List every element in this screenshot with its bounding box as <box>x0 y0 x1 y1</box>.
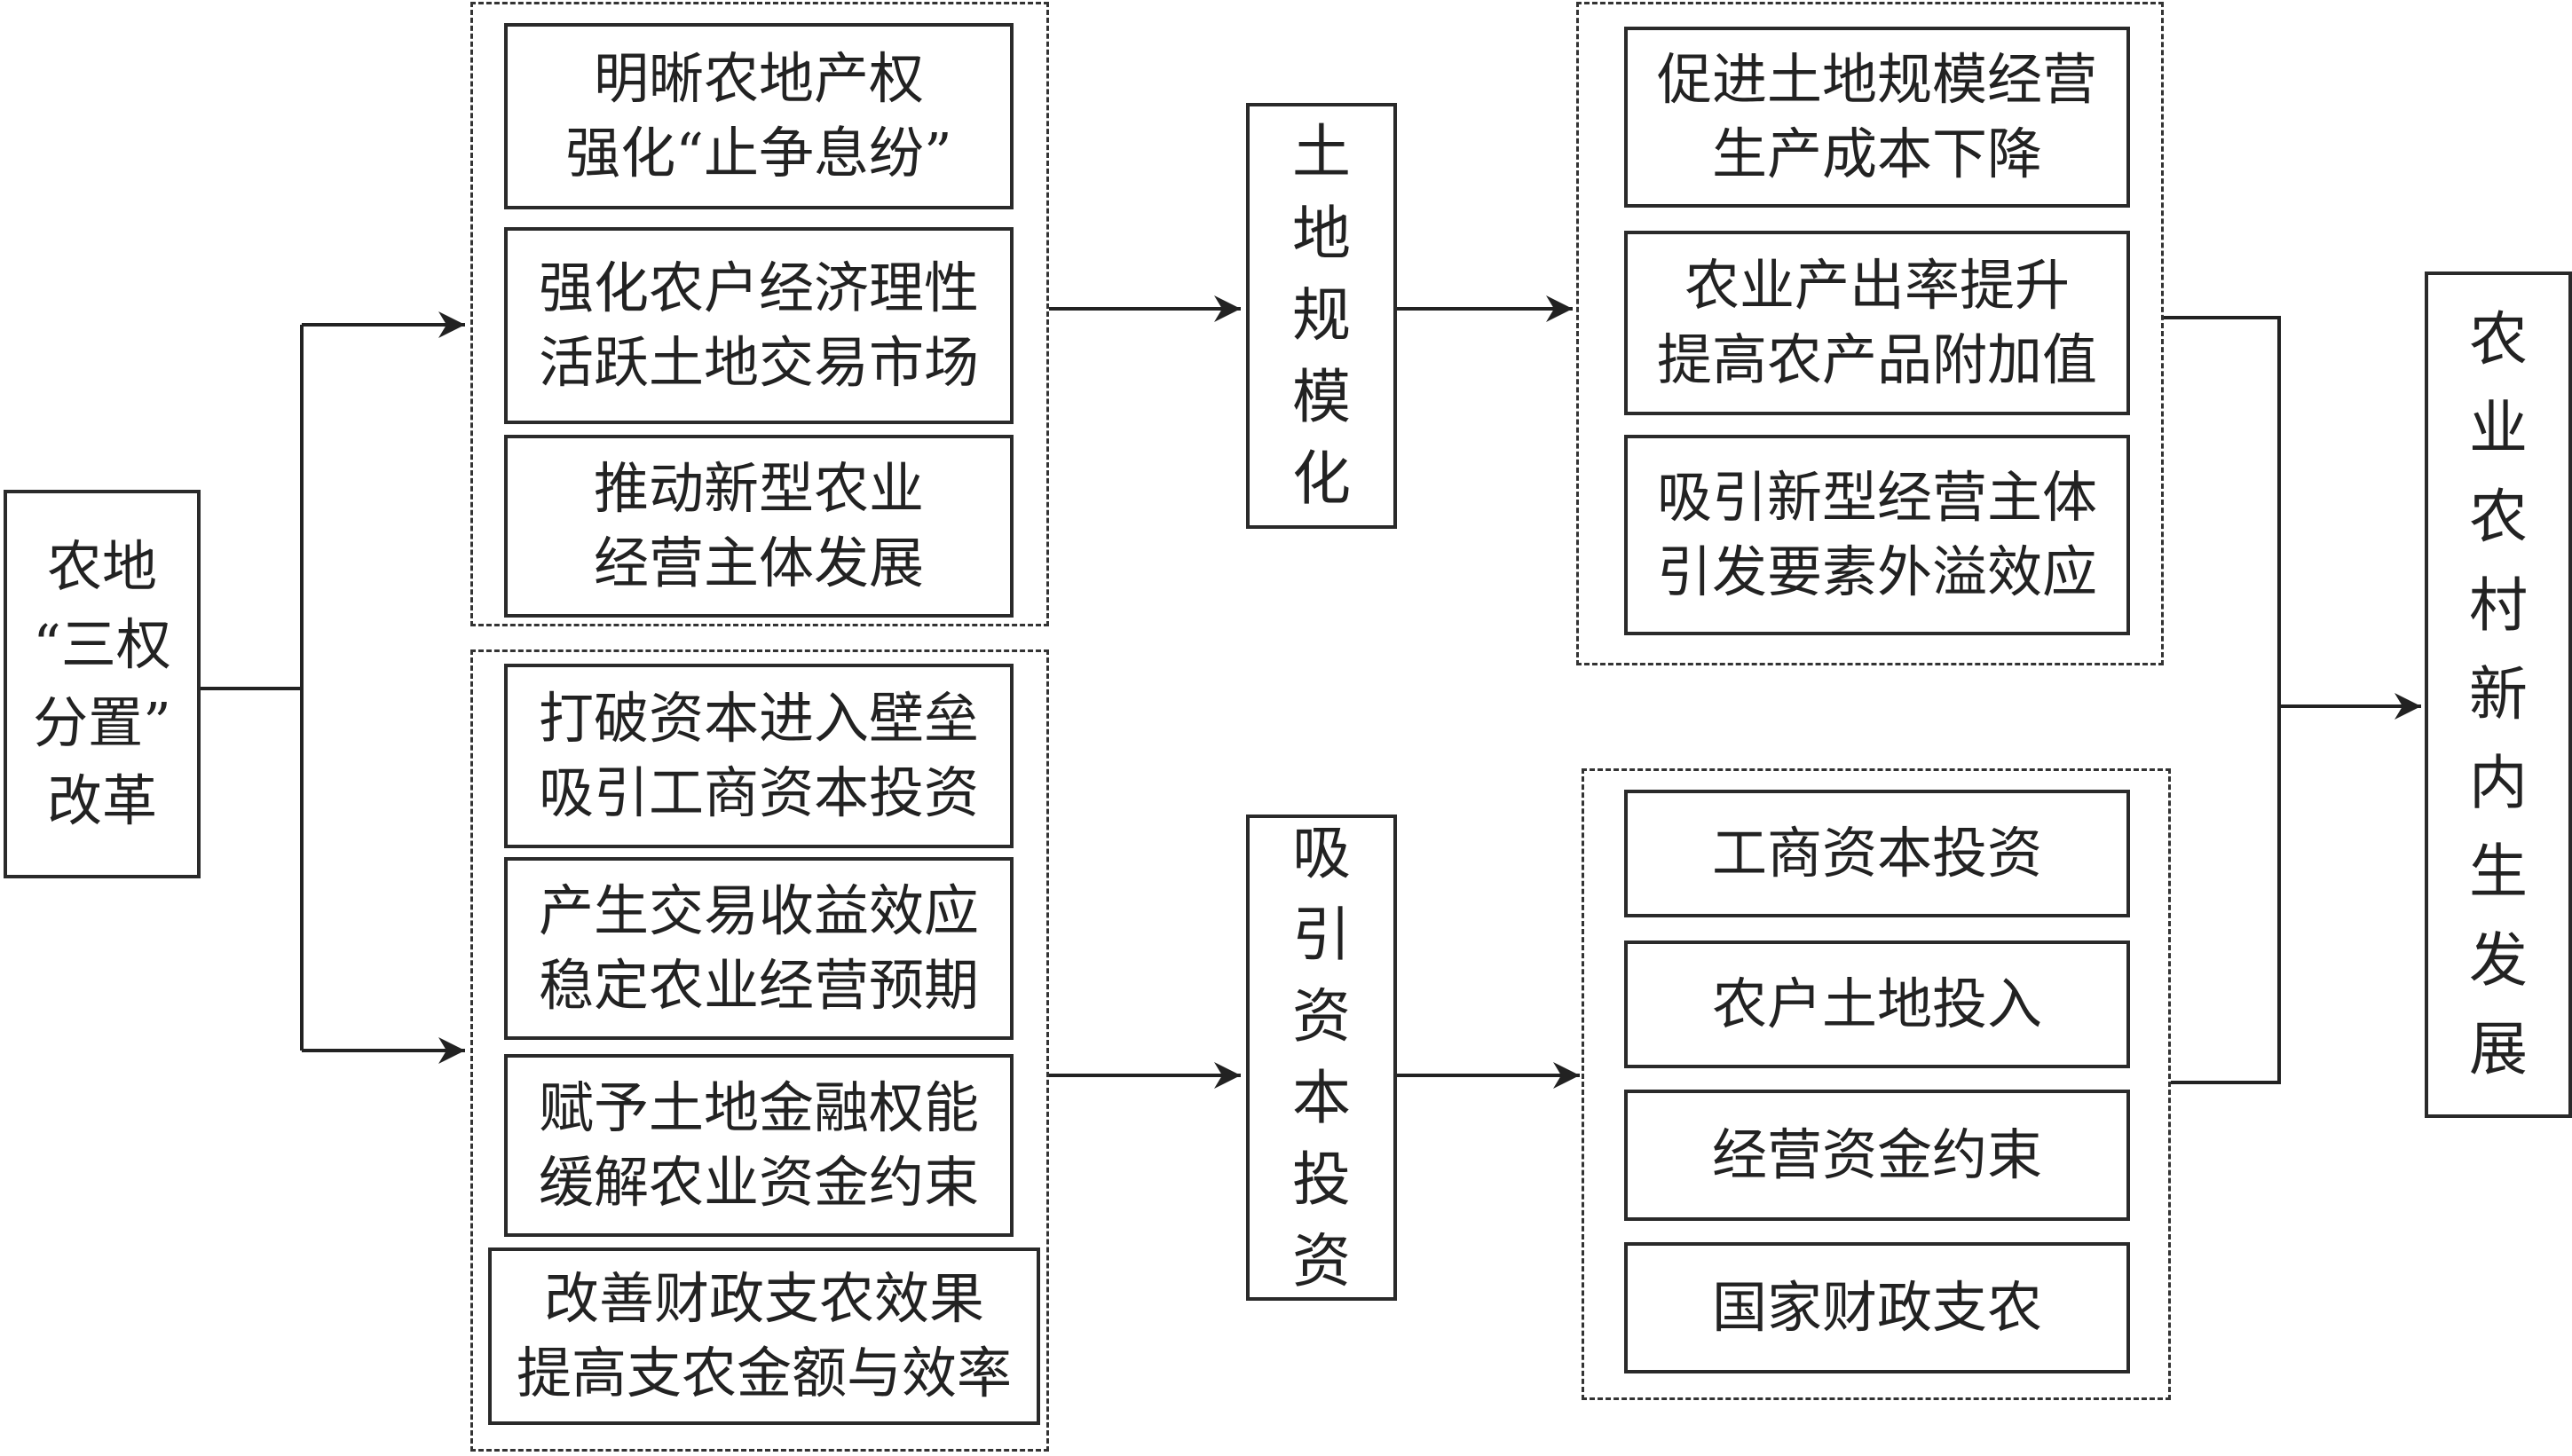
box-line: 打破资本进入壁垒 <box>538 686 979 751</box>
mid-box-land-scale: 土 地 规 模 化 <box>1246 103 1397 529</box>
box-text: 农户土地投入 <box>1711 972 2042 1036</box>
mid-char: 资 <box>1292 982 1351 1051</box>
outcome-char: 展 <box>2469 1015 2528 1083</box>
box-line: 改善财政支农效果 <box>543 1266 984 1331</box>
box-line: 活跃土地交易市场 <box>538 330 979 395</box>
outcome-char: 业 <box>2469 394 2528 462</box>
box-line: 推动新型农业 <box>593 456 924 521</box>
outcome-char: 村 <box>2469 571 2528 640</box>
box-line: 赋予土地金融权能 <box>538 1075 979 1140</box>
box-line: 吸引工商资本投资 <box>538 760 979 825</box>
box-line: 稳定农业经营预期 <box>538 953 979 1018</box>
right-lower-box-3: 经营资金约束 <box>1624 1090 2130 1221</box>
right-lower-box-4: 国家财政支农 <box>1624 1242 2130 1373</box>
lower-mechanism-box-3: 赋予土地金融权能 缓解农业资金约束 <box>504 1054 1014 1237</box>
source-line: “三权 <box>33 612 171 677</box>
box-line: 提高农产品附加值 <box>1656 327 2097 392</box>
right-upper-effect-group <box>1576 2 2164 665</box>
outcome-char: 农 <box>2469 483 2528 551</box>
mid-char: 投 <box>1292 1145 1351 1214</box>
source-line: 改革 <box>46 768 157 833</box>
right-upper-box-3: 吸引新型经营主体 引发要素外溢效应 <box>1624 435 2130 635</box>
box-line: 经营主体发展 <box>593 531 924 595</box>
box-line: 产生交易收益效应 <box>538 878 979 943</box>
right-lower-box-1: 工商资本投资 <box>1624 790 2130 917</box>
box-text: 工商资本投资 <box>1711 821 2042 885</box>
box-line: 吸引新型经营主体 <box>1656 465 2097 530</box>
lower-mechanism-box-1: 打破资本进入壁垒 吸引工商资本投资 <box>504 664 1014 848</box>
box-line: 强化农户经济理性 <box>538 256 979 320</box>
right-lower-box-2: 农户土地投入 <box>1624 940 2130 1068</box>
box-line: 促进土地规模经营 <box>1656 47 2097 112</box>
mid-char: 规 <box>1292 281 1351 350</box>
upper-mechanism-box-2: 强化农户经济理性 活跃土地交易市场 <box>504 227 1014 424</box>
upper-mechanism-group <box>470 2 1049 626</box>
box-line: 提高支农金额与效率 <box>516 1341 1012 1405</box>
right-upper-box-1: 促进土地规模经营 生产成本下降 <box>1624 27 2130 208</box>
box-line: 明晰农地产权 <box>593 46 924 111</box>
box-line: 生产成本下降 <box>1711 122 2042 186</box>
source-line: 分置” <box>33 690 171 755</box>
mid-char: 资 <box>1292 1227 1351 1295</box>
lower-mechanism-box-4: 改善财政支农效果 提高支农金额与效率 <box>488 1247 1040 1425</box>
mid-char: 化 <box>1292 445 1351 513</box>
box-line: 引发要素外溢效应 <box>1656 539 2097 604</box>
mid-char: 地 <box>1292 200 1351 268</box>
connector-right-upper-out <box>2164 316 2281 706</box>
source-box-land-reform: 农地 “三权 分置” 改革 <box>4 490 201 878</box>
box-text: 经营资金约束 <box>1711 1122 2042 1187</box>
outcome-char: 发 <box>2469 926 2528 995</box>
outcome-char: 新 <box>2469 660 2528 728</box>
outcome-char: 生 <box>2469 838 2528 906</box>
box-text: 国家财政支农 <box>1711 1275 2042 1340</box>
outcome-char: 内 <box>2469 749 2528 817</box>
box-line: 缓解农业资金约束 <box>538 1150 979 1215</box>
box-line: 强化“止争息纷” <box>565 121 952 185</box>
lower-mechanism-group <box>470 649 1049 1452</box>
upper-mechanism-box-3: 推动新型农业 经营主体发展 <box>504 435 1014 618</box>
connector-right-lower-out <box>2171 706 2281 1084</box>
mid-char: 本 <box>1292 1064 1351 1132</box>
lower-mechanism-box-2: 产生交易收益效应 稳定农业经营预期 <box>504 857 1014 1040</box>
right-lower-factor-group <box>1582 768 2171 1400</box>
mid-char: 引 <box>1292 901 1351 969</box>
right-upper-box-2: 农业产出率提升 提高农产品附加值 <box>1624 231 2130 415</box>
mid-char: 模 <box>1292 363 1351 431</box>
box-line: 农业产出率提升 <box>1684 253 2070 318</box>
mid-box-capital-investment: 吸 引 资 本 投 资 <box>1246 815 1397 1301</box>
mid-char: 土 <box>1292 118 1351 186</box>
outcome-box-endogenous-development: 农 业 农 村 新 内 生 发 展 <box>2425 272 2572 1118</box>
mid-char: 吸 <box>1292 819 1351 887</box>
upper-mechanism-box-1: 明晰农地产权 强化“止争息纷” <box>504 23 1014 209</box>
outcome-char: 农 <box>2469 305 2528 374</box>
source-line: 农地 <box>46 534 157 599</box>
